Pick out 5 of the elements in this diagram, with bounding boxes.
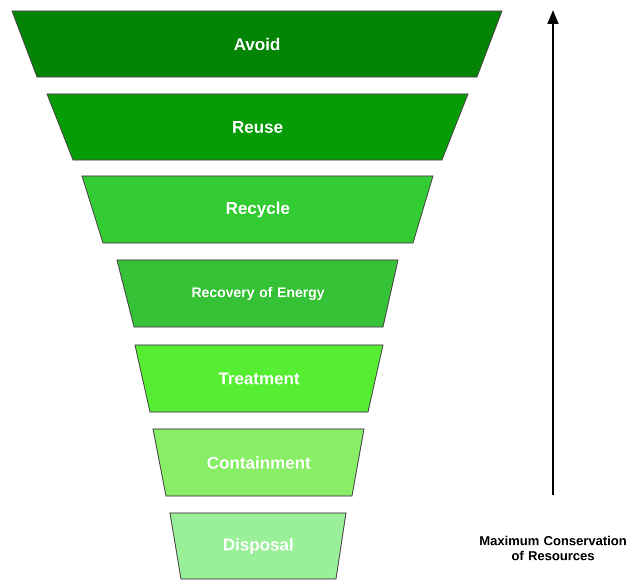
funnel-level: Disposal: [170, 512, 346, 580]
funnel-level: Containment: [152, 428, 364, 496]
axis-caption: Maximum Conservation of Resources: [480, 536, 626, 560]
funnel-level: Recovery of Energy: [116, 260, 398, 328]
funnel-level: Treatment: [134, 344, 384, 412]
